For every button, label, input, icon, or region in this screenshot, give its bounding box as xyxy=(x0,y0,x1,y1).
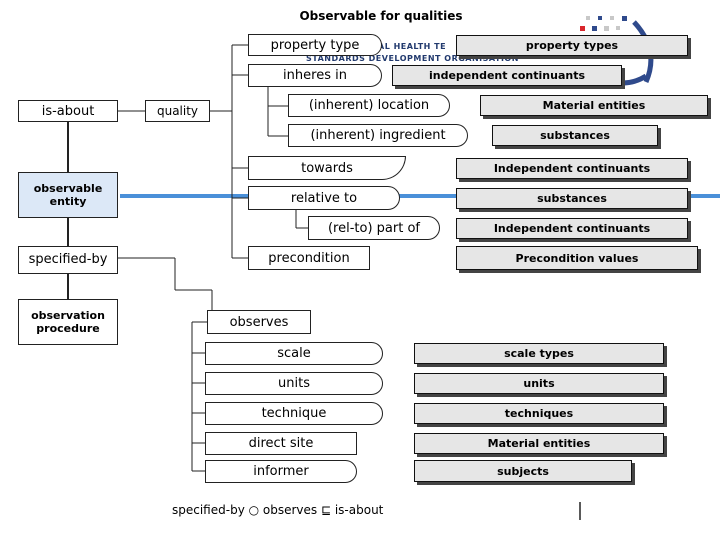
value-material-entities-2: Material entities xyxy=(414,433,664,454)
value-substances-1: substances xyxy=(492,125,658,146)
value-precondition-values: Precondition values xyxy=(456,246,698,270)
is-about-node: is-about xyxy=(18,100,118,122)
direct-site-node: direct site xyxy=(205,432,357,455)
technique-node: technique xyxy=(205,402,383,425)
inherent-ingredient-node: (inherent) ingredient xyxy=(288,124,468,147)
relative-to-node: relative to xyxy=(248,186,400,210)
value-material-entities-1: Material entities xyxy=(480,95,708,116)
observable-entity-node: observable entity xyxy=(18,172,118,218)
logo-line-1: AL HEALTH TE xyxy=(378,42,447,51)
units-node: units xyxy=(205,372,383,395)
value-independent-continuants-1: independent continuants xyxy=(392,65,622,86)
scale-node: scale xyxy=(205,342,383,365)
logo-line-2: STANDARDS DEVELOPMENT ORGANISATION xyxy=(306,54,519,63)
specified-by-node: specified-by xyxy=(18,246,118,274)
composition-formula: specified-by ○ observes ⊑ is-about xyxy=(172,503,384,517)
value-property-types: property types xyxy=(456,35,688,56)
informer-node: informer xyxy=(205,460,357,483)
value-subjects: subjects xyxy=(414,460,632,482)
quality-node: quality xyxy=(145,100,210,122)
inherent-location-node: (inherent) location xyxy=(288,94,450,117)
observation-procedure-node: observation procedure xyxy=(18,299,118,345)
value-techniques: techniques xyxy=(414,403,664,424)
value-units: units xyxy=(414,373,664,394)
page-title: Observable for qualities xyxy=(299,9,463,23)
inheres-in-node: inheres in xyxy=(248,64,382,87)
value-scale-types: scale types xyxy=(414,343,664,364)
property-type-node: property type xyxy=(248,34,382,56)
rel-to-part-of-node: (rel-to) part of xyxy=(308,216,440,240)
precondition-node: precondition xyxy=(248,246,370,270)
observes-node: observes xyxy=(207,310,311,334)
towards-node: towards xyxy=(248,156,406,180)
value-substances-2: substances xyxy=(456,188,688,209)
value-independent-continuants-2: Independent continuants xyxy=(456,158,688,179)
value-independent-continuants-3: Independent continuants xyxy=(456,218,688,239)
